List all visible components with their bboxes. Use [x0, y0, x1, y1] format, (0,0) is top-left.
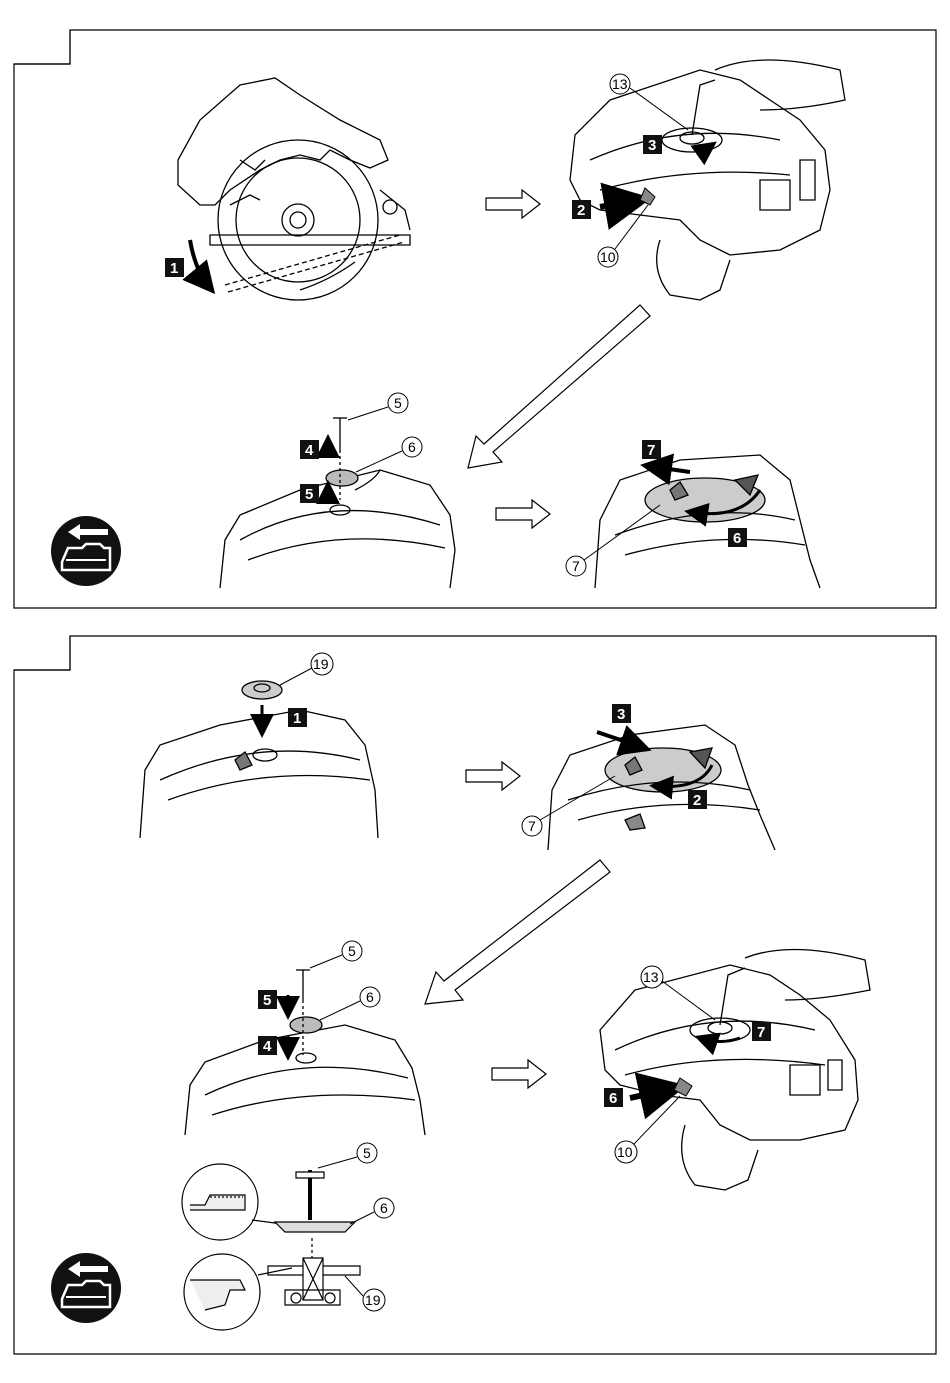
svg-text:2: 2	[693, 792, 701, 809]
step-badge: 1	[165, 258, 184, 277]
svg-text:3: 3	[648, 137, 656, 154]
svg-text:7: 7	[647, 442, 655, 459]
svg-text:10: 10	[600, 249, 616, 265]
svg-text:7: 7	[757, 1024, 765, 1041]
svg-text:5: 5	[305, 486, 313, 503]
callout-10: 10	[615, 1096, 680, 1163]
svg-text:5: 5	[263, 992, 271, 1009]
callout-6: 6	[320, 987, 380, 1020]
svg-text:5: 5	[348, 943, 356, 959]
callout-5: 5	[310, 941, 362, 968]
hollow-arrow-right	[496, 500, 550, 528]
svg-text:19: 19	[365, 1292, 381, 1308]
callout-7: 7	[522, 776, 615, 836]
svg-text:7: 7	[572, 558, 580, 574]
panel-bottom-frame	[14, 636, 936, 1354]
svg-text:2: 2	[577, 202, 585, 219]
callout-19: 19	[280, 653, 333, 685]
svg-text:1: 1	[170, 260, 178, 277]
hollow-arrow-right	[486, 190, 540, 218]
step-badge: 3	[612, 704, 631, 723]
hollow-arrow-right	[466, 762, 520, 790]
callout-13: 13	[641, 966, 715, 1020]
callout-5: 5	[348, 393, 408, 420]
svg-text:6: 6	[366, 989, 374, 1005]
svg-text:10: 10	[617, 1144, 633, 1160]
saw-flange-bolt-install	[185, 970, 425, 1135]
svg-text:3: 3	[617, 706, 625, 723]
step-badge: 7	[642, 440, 661, 459]
svg-text:19: 19	[313, 656, 329, 672]
step-badge: 1	[288, 708, 307, 727]
hollow-arrow-diagonal	[468, 305, 650, 468]
svg-text:5: 5	[363, 1145, 371, 1161]
hollow-arrow-diagonal	[425, 860, 610, 1004]
step-badge: 4	[258, 1036, 277, 1055]
svg-text:5: 5	[394, 395, 402, 411]
saw-side-view	[178, 78, 410, 300]
step-badge: 7	[752, 1022, 771, 1041]
svg-text:4: 4	[305, 442, 314, 459]
battery-remove-icon	[51, 516, 121, 586]
svg-text:1: 1	[293, 710, 301, 727]
callout-6: 6	[356, 437, 422, 472]
callout-19: 19	[345, 1276, 385, 1311]
svg-text:13: 13	[612, 76, 628, 92]
callout-13: 13	[610, 74, 688, 130]
svg-text:7: 7	[528, 818, 536, 834]
rotate-arrow	[190, 240, 210, 288]
callout-5: 5	[318, 1143, 377, 1168]
callout-7: 7	[566, 505, 660, 576]
svg-text:6: 6	[733, 530, 741, 547]
step-badge: 2	[688, 790, 707, 809]
svg-text:4: 4	[263, 1038, 272, 1055]
step-badge: 2	[572, 200, 591, 219]
hollow-arrow-right	[492, 1060, 546, 1088]
step-badge: 3	[643, 135, 662, 154]
svg-text:6: 6	[609, 1090, 617, 1107]
flange-section-detail	[182, 1164, 360, 1330]
battery-remove-icon	[51, 1253, 121, 1323]
callout-10: 10	[598, 205, 648, 267]
step-badge: 6	[604, 1088, 623, 1107]
svg-text:13: 13	[643, 969, 659, 985]
saw-blade-removal	[595, 455, 820, 588]
step-badge: 6	[728, 528, 747, 547]
saw-top-view-tighten	[600, 949, 870, 1190]
svg-text:6: 6	[408, 439, 416, 455]
step-badge: 5	[300, 484, 319, 503]
svg-text:6: 6	[380, 1200, 388, 1216]
step-badge: 5	[258, 990, 277, 1009]
callout-6: 6	[350, 1198, 394, 1224]
step-badge: 4	[300, 440, 319, 459]
saw-flange-install	[140, 681, 378, 838]
panel-top-frame	[14, 30, 936, 608]
